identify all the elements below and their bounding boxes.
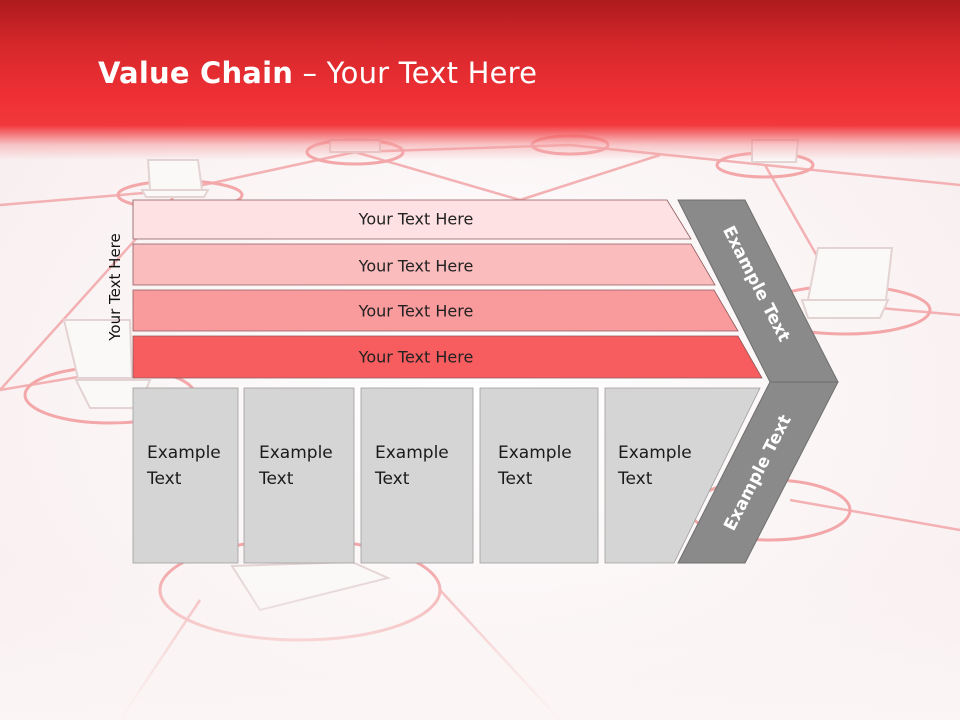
reflection-fade <box>0 563 960 720</box>
bar-1-label: Your Text Here <box>358 209 474 229</box>
bar-2-label: Your Text Here <box>358 256 474 276</box>
activity-box-4 <box>479 387 599 564</box>
value-bar-2 <box>132 243 716 286</box>
title-rest: – Your Text Here <box>293 56 538 90</box>
value-bar-4 <box>132 335 763 379</box>
value-bar-1 <box>132 199 692 240</box>
slide-title: Value Chain – Your Text Here <box>98 56 537 90</box>
header-band <box>0 0 960 160</box>
value-bar-3 <box>132 289 739 332</box>
bar-3-label: Your Text Here <box>358 301 474 321</box>
activity-box-3 <box>360 387 474 564</box>
activity-box-2 <box>243 387 355 564</box>
bar-4-label: Your Text Here <box>358 347 474 367</box>
activity-box-1 <box>132 387 239 564</box>
title-bold: Value Chain <box>98 56 294 90</box>
